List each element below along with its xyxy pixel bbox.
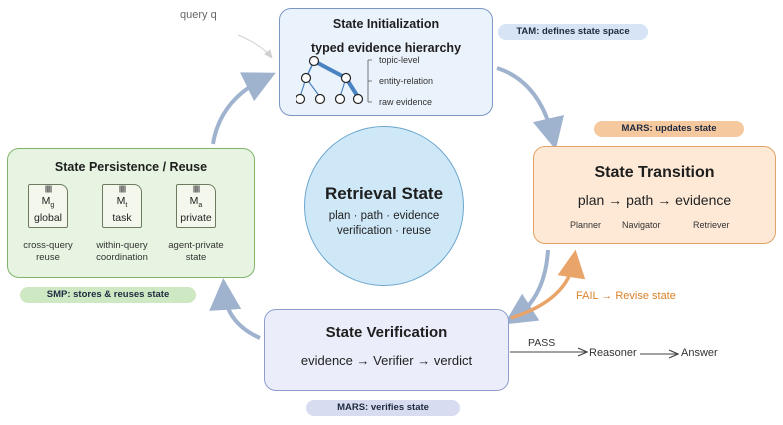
persistence-title: State Persistence / Reuse [54, 160, 208, 174]
tam-pill: TAM: defines state space [498, 24, 648, 40]
level-raw-evidence: raw evidence [379, 97, 433, 107]
memory-task-icon: |||||||| Mt task [102, 184, 142, 228]
mars-updates-pill: MARS: updates state [594, 121, 744, 137]
answer-label: Answer [681, 347, 718, 359]
state-verification-box: State Verification evidence → Verifier →… [264, 309, 509, 391]
arrow-persistence-to-init [211, 72, 276, 145]
smp-pill: SMP: stores & reuses state [20, 287, 196, 303]
fail-label: FAIL → Revise state [576, 290, 676, 302]
memory-global-icon: |||||||| Mg global [28, 184, 68, 228]
retrieval-state-circle: Retrieval State plan · path · evidence v… [304, 126, 464, 286]
retrieval-state-line2: verification · reuse [337, 225, 431, 237]
init-title: State Initialization [332, 17, 440, 31]
mars-verifies-pill: MARS: verifies state [306, 400, 460, 416]
init-subtitle: typed evidence hierarchy [310, 41, 462, 55]
pass-label: PASS [528, 337, 556, 349]
arrow-init-to-transition [496, 66, 565, 150]
query-label: query q [180, 9, 217, 21]
agent-planner: Planner [570, 220, 602, 230]
retrieval-state-title: Retrieval State [324, 184, 444, 203]
verification-title: State Verification [325, 324, 448, 341]
arrow-fail-revise [510, 249, 586, 320]
transition-title: State Transition [594, 164, 715, 181]
transition-flow: plan → path → evidence [577, 192, 732, 208]
evidence-tree-icon [296, 55, 372, 105]
level-topic: topic-level [379, 55, 420, 65]
reasoner-label: Reasoner [589, 347, 637, 359]
agent-retriever: Retriever [693, 220, 730, 230]
arrow-verification-to-persistence [209, 278, 261, 340]
memory-private-icon: |||||||| Ma private [176, 184, 216, 228]
arrow-query [237, 34, 273, 59]
arrow-transition-to-verification [503, 249, 550, 325]
level-entity-relation: entity-relation [379, 76, 434, 86]
retrieval-state-line1: plan · path · evidence [328, 210, 440, 222]
verification-flow: evidence → Verifier → verdict [300, 353, 473, 368]
state-transition-box: State Transition plan → path → evidence [533, 146, 776, 244]
agent-navigator: Navigator [622, 220, 661, 230]
